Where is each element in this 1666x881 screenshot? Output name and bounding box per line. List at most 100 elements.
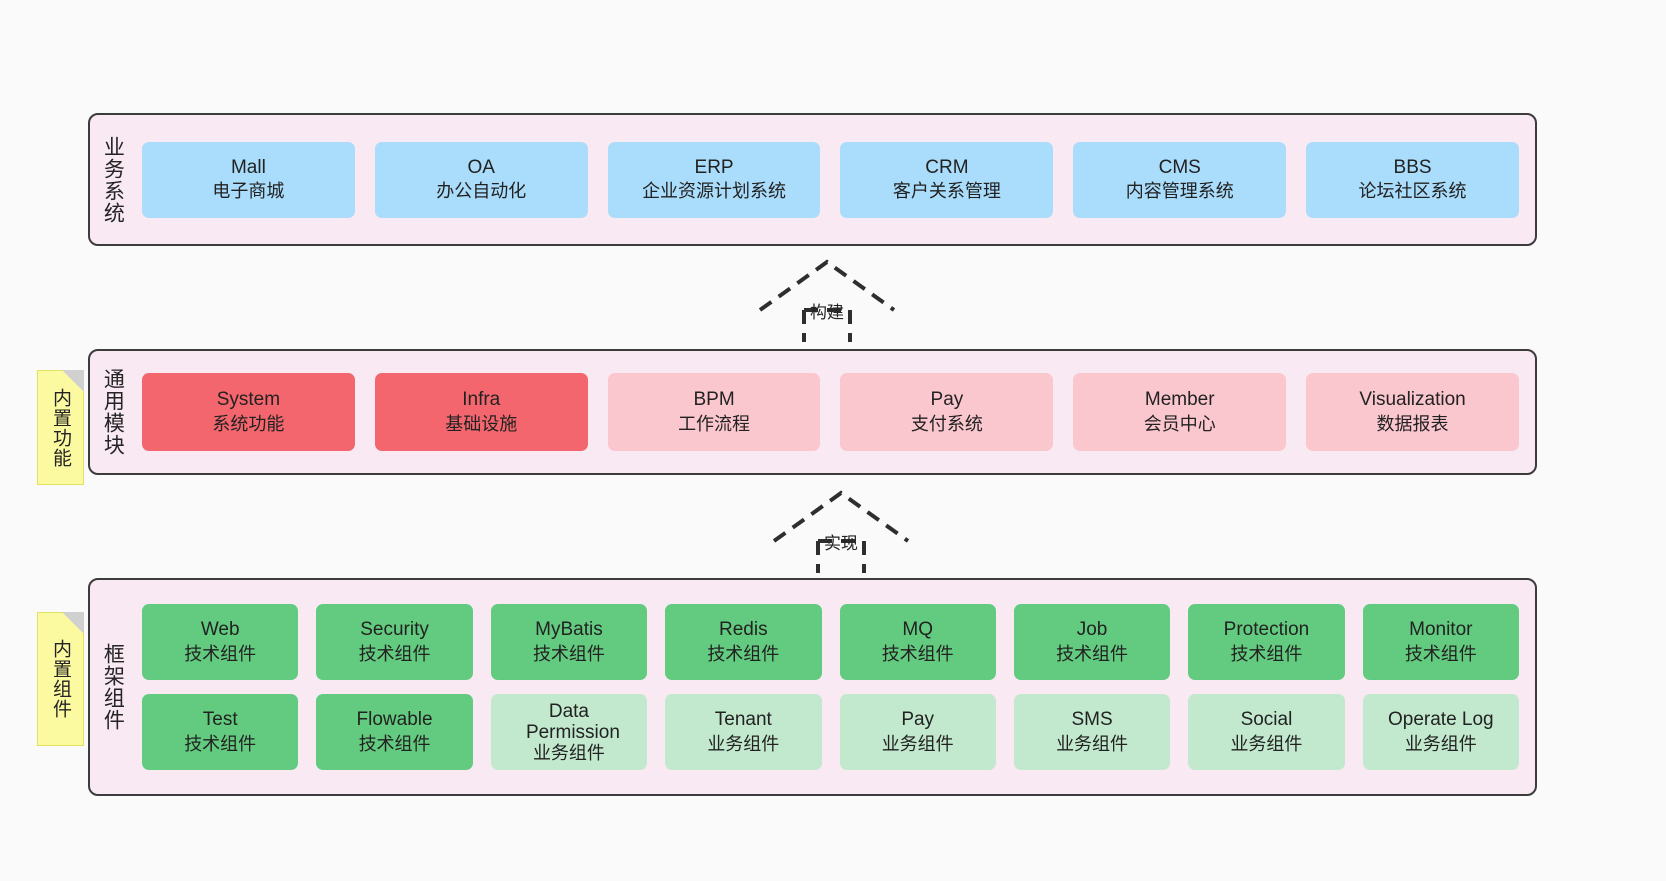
node-job[interactable]: Job 技术组件 — [1013, 604, 1171, 680]
node-pay-business[interactable]: Pay 业务组件 — [839, 694, 996, 770]
node-cms[interactable]: CMS 内容管理系统 — [1073, 141, 1287, 218]
note-fold-corner-icon — [62, 370, 84, 392]
node-oa[interactable]: OA 办公自动化 — [374, 141, 588, 218]
node-title: Test — [202, 709, 238, 731]
node-web[interactable]: Web 技术组件 — [142, 604, 299, 680]
node-title: Job — [1076, 619, 1108, 641]
note-text: 内置功能 — [50, 387, 71, 468]
node-monitor[interactable]: Monitor 技术组件 — [1362, 604, 1519, 680]
node-subtitle: 技术组件 — [184, 733, 257, 754]
node-title: System — [216, 389, 281, 411]
node-subtitle: 技术组件 — [184, 643, 257, 664]
node-subtitle: 业务组件 — [1056, 733, 1129, 754]
layer-body-framework-components: Web 技术组件 Security 技术组件 MyBatis 技术组件 Redi… — [134, 580, 1535, 794]
node-subtitle: 技术组件 — [707, 643, 780, 664]
node-title: Operate Log — [1387, 709, 1494, 731]
node-title: Social — [1240, 709, 1293, 731]
node-mybatis[interactable]: MyBatis 技术组件 — [490, 604, 648, 680]
node-redis[interactable]: Redis 技术组件 — [665, 604, 822, 680]
node-title: BPM — [693, 389, 735, 411]
layer-label-common-modules: 通用模块 — [101, 368, 125, 456]
node-visualization[interactable]: Visualization 数据报表 — [1306, 373, 1519, 451]
node-subtitle: 业务组件 — [1230, 733, 1303, 754]
node-subtitle: 基础设施 — [445, 413, 518, 434]
node-subtitle: 技术组件 — [1056, 643, 1129, 664]
node-tenant[interactable]: Tenant 业务组件 — [665, 694, 822, 770]
layer-body-common-modules: System 系统功能 Infra 基础设施 BPM 工作流程 Pay 支付系统… — [134, 351, 1535, 473]
node-title: Visualization — [1359, 389, 1466, 411]
node-crm[interactable]: CRM 客户关系管理 — [840, 141, 1054, 218]
node-erp[interactable]: ERP 企业资源计划系统 — [607, 141, 821, 218]
note-fold-corner-icon — [62, 612, 84, 634]
node-title: Web — [200, 619, 240, 641]
node-operate-log[interactable]: Operate Log 业务组件 — [1362, 694, 1519, 770]
node-subtitle: 论坛社区系统 — [1358, 181, 1467, 202]
node-row: Mall 电子商城 OA 办公自动化 ERP 企业资源计划系统 CRM 客户关系… — [142, 141, 1519, 218]
node-title: Pay — [930, 389, 964, 411]
node-mq[interactable]: MQ 技术组件 — [839, 604, 996, 680]
node-row: System 系统功能 Infra 基础设施 BPM 工作流程 Pay 支付系统… — [142, 373, 1519, 451]
node-title: Mall — [230, 156, 266, 178]
node-infra[interactable]: Infra 基础设施 — [374, 373, 588, 451]
node-subtitle: 内容管理系统 — [1125, 181, 1234, 202]
node-subtitle: 会员中心 — [1143, 413, 1216, 434]
node-title: MQ — [902, 619, 933, 641]
note-builtin-components[interactable]: 内置组件 — [37, 612, 84, 746]
node-subtitle: 技术组件 — [532, 643, 605, 664]
node-data-permission[interactable]: Data Permission 业务组件 — [490, 694, 648, 770]
node-member[interactable]: Member 会员中心 — [1073, 373, 1287, 451]
node-subtitle: 技术组件 — [881, 643, 954, 664]
node-protection[interactable]: Protection 技术组件 — [1188, 604, 1345, 680]
node-title: Tenant — [714, 709, 772, 731]
node-subtitle: 支付系统 — [910, 413, 983, 434]
layer-body-business-systems: Mall 电子商城 OA 办公自动化 ERP 企业资源计划系统 CRM 客户关系… — [134, 115, 1535, 244]
node-title: OA — [467, 156, 495, 178]
build-arrow-glyph — [758, 259, 896, 342]
node-mall[interactable]: Mall 电子商城 — [142, 141, 355, 218]
node-sms[interactable]: SMS 业务组件 — [1013, 694, 1171, 770]
layer-framework-components[interactable]: 框架组件 Web 技术组件 Security 技术组件 MyBatis 技术组件… — [88, 578, 1537, 796]
node-title: BBS — [1393, 156, 1432, 178]
node-pay[interactable]: Pay 支付系统 — [840, 373, 1054, 451]
node-subtitle: 数据报表 — [1376, 413, 1449, 434]
node-title: Flowable — [356, 709, 433, 731]
node-title: ERP — [694, 156, 734, 178]
node-test[interactable]: Test 技术组件 — [142, 694, 299, 770]
node-subtitle: 技术组件 — [1404, 643, 1477, 664]
node-title: Monitor — [1409, 619, 1473, 641]
node-social[interactable]: Social 业务组件 — [1188, 694, 1345, 770]
node-title: CMS — [1158, 156, 1201, 178]
implement-arrow-glyph — [772, 490, 910, 573]
note-text: 内置组件 — [50, 639, 71, 719]
node-subtitle: 业务组件 — [1404, 733, 1477, 754]
layer-common-modules[interactable]: 通用模块 System 系统功能 Infra 基础设施 BPM 工作流程 Pay… — [88, 349, 1537, 475]
note-builtin-features[interactable]: 内置功能 — [37, 370, 84, 485]
node-subtitle: 企业资源计划系统 — [642, 181, 787, 202]
node-title: Redis — [719, 619, 768, 641]
node-subtitle: 业务组件 — [881, 733, 954, 754]
node-title: Data Permission — [525, 700, 620, 743]
node-title: MyBatis — [535, 619, 603, 641]
connector-build-label: 构建 — [810, 303, 844, 322]
node-subtitle: 客户关系管理 — [892, 181, 1001, 202]
node-title: CRM — [925, 156, 969, 178]
node-title: SMS — [1071, 709, 1113, 731]
node-title: Protection — [1223, 619, 1310, 641]
node-row: Test 技术组件 Flowable 技术组件 Data Permission … — [142, 694, 1519, 770]
layer-business-systems[interactable]: 业务系统 Mall 电子商城 OA 办公自动化 ERP 企业资源计划系统 CRM… — [88, 113, 1537, 246]
node-system[interactable]: System 系统功能 — [142, 373, 355, 451]
node-security[interactable]: Security 技术组件 — [316, 604, 473, 680]
node-subtitle: 技术组件 — [358, 733, 431, 754]
node-subtitle: 技术组件 — [1230, 643, 1303, 664]
node-subtitle: 系统功能 — [212, 413, 285, 434]
connector-build: 构建 — [758, 258, 898, 342]
node-bpm[interactable]: BPM 工作流程 — [607, 373, 821, 451]
node-subtitle: 电子商城 — [212, 181, 285, 202]
node-row: Web 技术组件 Security 技术组件 MyBatis 技术组件 Redi… — [142, 604, 1519, 680]
node-subtitle: 业务组件 — [707, 733, 780, 754]
node-bbs[interactable]: BBS 论坛社区系统 — [1306, 141, 1519, 218]
node-flowable[interactable]: Flowable 技术组件 — [316, 694, 473, 770]
connector-implement-label: 实现 — [824, 534, 858, 553]
node-subtitle: 工作流程 — [678, 413, 751, 434]
node-subtitle: 业务组件 — [532, 743, 605, 764]
